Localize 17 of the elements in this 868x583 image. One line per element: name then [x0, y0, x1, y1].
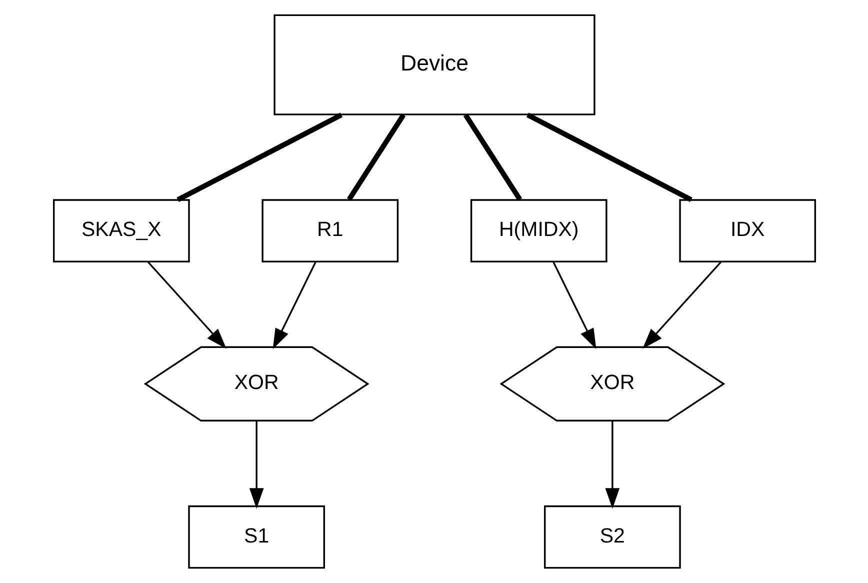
node-box: H(MIDX) — [470, 199, 607, 262]
connector — [176, 112, 342, 202]
arrow — [147, 261, 226, 349]
arrow — [272, 262, 316, 350]
node-box: SKAS_X — [52, 199, 190, 262]
node-box: S2 — [544, 505, 680, 569]
node-box: IDX — [678, 199, 816, 262]
node-box: S1 — [188, 505, 324, 569]
node-box: Device — [273, 14, 595, 116]
arrow — [604, 421, 620, 509]
arrow — [248, 421, 264, 509]
connector — [346, 113, 406, 201]
node-box: R1 — [261, 199, 398, 262]
arrow — [552, 262, 596, 350]
arrow — [642, 261, 721, 349]
connector — [462, 113, 522, 201]
connector — [526, 112, 692, 202]
